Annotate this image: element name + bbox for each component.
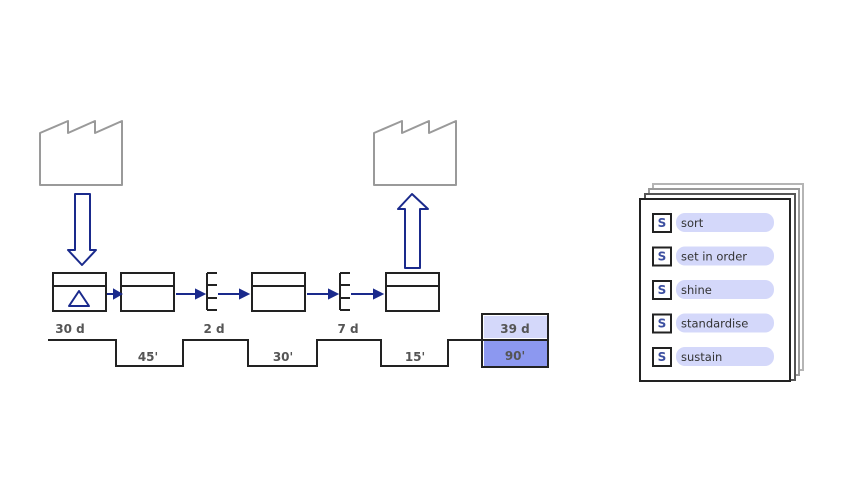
checklist-item-label: set in order xyxy=(681,250,747,264)
total-process-time-label: 90' xyxy=(505,349,525,363)
checklist-item-highlight xyxy=(676,213,774,232)
flow-arrow-icon xyxy=(307,288,340,300)
s-badge-letter: S xyxy=(658,250,667,264)
s-badge-icon xyxy=(652,213,672,233)
s-badge-letter: S xyxy=(658,283,667,297)
checklist-item-label: sustain xyxy=(681,350,722,364)
totals-box xyxy=(481,313,549,368)
flow-arrow-icon xyxy=(218,288,251,300)
checklist-item-highlight xyxy=(676,246,774,266)
checklist-item-label: standardise xyxy=(681,317,748,331)
process-time-label-2: 30' xyxy=(273,350,293,364)
s-badge-icon xyxy=(652,347,672,367)
process-box-3 xyxy=(385,272,440,312)
s-badge-icon xyxy=(652,280,672,300)
wait-time-label-2: 2 d xyxy=(203,322,224,336)
total-process-time-highlight xyxy=(484,341,548,366)
process-box-1 xyxy=(120,272,175,312)
flow-arrow-icon xyxy=(107,288,124,300)
flow-arrow-icon xyxy=(351,288,385,300)
inbound-arrow-icon xyxy=(67,193,97,266)
process-box-2 xyxy=(251,272,306,312)
process-time-label-3: 15' xyxy=(405,350,425,364)
supplier-factory-icon xyxy=(39,120,123,186)
s-badge-icon xyxy=(652,313,672,334)
s-badge-letter: S xyxy=(658,350,667,364)
customer-factory-icon xyxy=(373,120,457,186)
s-badge-letter: S xyxy=(658,317,667,331)
checklist-item-highlight xyxy=(676,313,774,333)
s-badge-letter: S xyxy=(658,216,667,230)
flow-arrows xyxy=(107,288,385,300)
timeline-ladder xyxy=(48,339,482,367)
inventory-triangle-icon xyxy=(68,290,90,307)
process-box-inventory xyxy=(52,272,107,312)
wait-time-label-3: 7 d xyxy=(337,322,358,336)
total-lead-time-highlight xyxy=(484,316,548,338)
total-lead-time-label: 39 d xyxy=(500,322,529,336)
checklist-item-label: shine xyxy=(681,283,712,297)
s-badge-icon xyxy=(652,246,672,267)
flow-arrow-icon xyxy=(176,288,207,300)
buffer-icon-1 xyxy=(206,272,217,311)
wait-time-label-1: 30 d xyxy=(55,322,84,336)
process-time-label-1: 45' xyxy=(138,350,158,364)
checklist-item-highlight xyxy=(676,280,774,299)
checklist-item-label: sort xyxy=(681,216,704,230)
outbound-arrow-icon xyxy=(397,193,429,269)
checklist-item-highlight xyxy=(676,347,774,366)
buffer-icon-2 xyxy=(339,272,350,311)
